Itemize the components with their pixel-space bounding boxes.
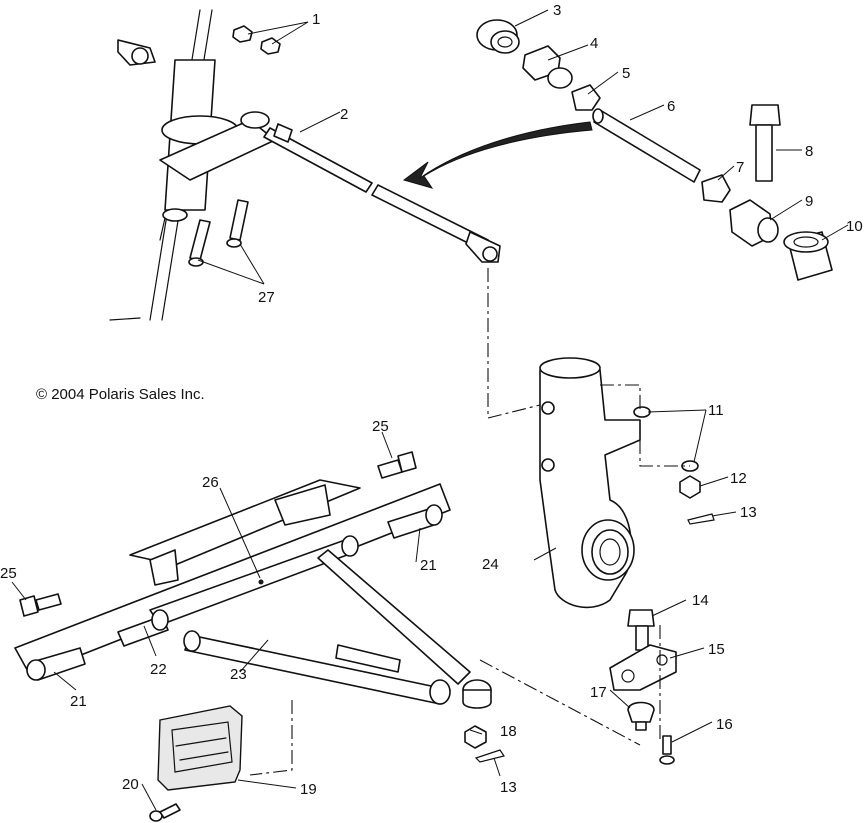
callout-19: 19 — [300, 781, 317, 798]
callout-26: 26 — [202, 474, 219, 491]
rod-end-bushing-10 — [783, 231, 833, 281]
callout-1: 1 — [312, 11, 320, 28]
callout-27: 27 — [258, 289, 275, 306]
callout-5: 5 — [622, 65, 630, 82]
callout-25-right: 25 — [372, 418, 389, 435]
callout-16: 16 — [716, 716, 733, 733]
callout-13-upper: 13 — [740, 504, 757, 521]
callout-25-left: 25 — [0, 565, 17, 582]
ball-joint-housing — [462, 679, 492, 709]
bolt-25-left — [19, 593, 62, 617]
assembly-line-spindle — [600, 384, 690, 467]
assembly-line-balljoint — [479, 659, 641, 746]
callout-24: 24 — [482, 556, 499, 573]
spindle-24 — [539, 357, 641, 609]
bolt-8 — [749, 104, 781, 182]
callout-9: 9 — [805, 193, 813, 210]
sleeve-5 — [571, 84, 601, 111]
nut-18 — [464, 725, 487, 749]
sleeve-7 — [701, 174, 731, 203]
a-arm-23 — [149, 535, 471, 705]
callout-20: 20 — [122, 776, 139, 793]
assembly-line-tierod — [487, 268, 541, 419]
frame-bracket — [14, 479, 451, 676]
bushing-21-left — [26, 647, 86, 681]
bolt-25-right — [377, 451, 417, 479]
washers-11 — [633, 406, 699, 472]
tie-rod — [263, 123, 501, 263]
copyright-notice: © 2004 Polaris Sales Inc. — [36, 386, 205, 403]
callout-2: 2 — [340, 106, 348, 123]
callout-11: 11 — [708, 402, 724, 419]
cotter-pin-13-lower — [474, 749, 505, 763]
rod-end-bushing-3 — [476, 19, 520, 54]
bushing-21-right — [387, 504, 443, 539]
tie-rod-end-upper — [117, 39, 156, 66]
callout-22: 22 — [150, 661, 167, 678]
skid-plate-19 — [157, 705, 243, 791]
tube-6 — [592, 108, 701, 183]
screw-20 — [149, 803, 181, 822]
callout-4: 4 — [590, 35, 598, 52]
callout-7: 7 — [736, 159, 744, 176]
direction-arrow — [402, 121, 593, 189]
steering-post — [109, 9, 276, 321]
cotter-pin-13-upper — [687, 513, 715, 525]
bolt-14 — [627, 609, 655, 651]
castle-nut-12 — [679, 475, 701, 499]
leader-lines — [11, 9, 849, 811]
ball-joint-17 — [627, 701, 655, 731]
callout-21-right: 21 — [420, 557, 437, 574]
callout-13-lower: 13 — [500, 779, 517, 796]
callout-labels: 1 2 3 4 5 6 7 8 9 10 11 12 13 14 15 16 1… — [0, 2, 863, 798]
callout-15: 15 — [708, 641, 725, 658]
nut-pair — [232, 25, 281, 55]
callout-23: 23 — [230, 666, 247, 683]
callout-3: 3 — [553, 2, 561, 19]
callout-10: 10 — [846, 218, 863, 235]
callout-18: 18 — [500, 723, 517, 740]
callout-14: 14 — [692, 592, 709, 609]
callout-12: 12 — [730, 470, 747, 487]
plate-15 — [609, 644, 677, 691]
jam-nut-4 — [522, 45, 573, 89]
bolt-16 — [659, 735, 675, 765]
jam-nut-9 — [729, 199, 779, 247]
callout-6: 6 — [667, 98, 675, 115]
callout-21-left: 21 — [70, 693, 87, 710]
callout-17: 17 — [590, 684, 607, 701]
bushing-22 — [117, 609, 169, 647]
assembly-line-skid — [249, 700, 293, 776]
callout-8: 8 — [805, 143, 813, 160]
